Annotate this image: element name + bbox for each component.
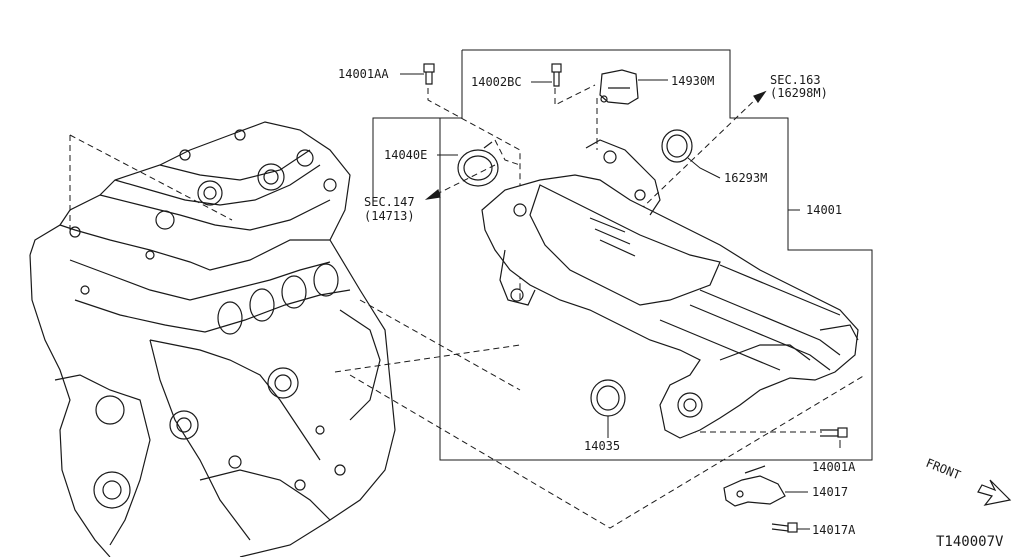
- bracket-14017: [723, 465, 786, 507]
- label-sec-163: SEC.163: [770, 73, 821, 87]
- gasket-16293M: [661, 129, 693, 163]
- label-14001A: 14001A: [812, 460, 856, 474]
- sec-163-arrow: [753, 90, 767, 104]
- engine-block-illustration: [29, 121, 396, 557]
- label-14035: 14035: [584, 439, 620, 453]
- intake-manifold: [481, 139, 859, 439]
- leader-lines: [400, 73, 841, 530]
- bolt-14002BC: [551, 63, 562, 87]
- label-sec-163-ref: (16298M): [770, 86, 828, 100]
- bolt-14001AA: [423, 63, 435, 85]
- gasket-14035: [590, 379, 626, 417]
- label-14930M: 14930M: [671, 74, 714, 88]
- label-sec-147-ref: (14713): [364, 209, 415, 223]
- sec-147-arrow: [424, 164, 496, 200]
- label-14040E: 14040E: [384, 148, 427, 162]
- label-14017: 14017: [812, 485, 848, 499]
- label-14001: 14001: [806, 203, 842, 217]
- locator-lines: [69, 84, 866, 529]
- label-14017A: 14017A: [812, 523, 856, 537]
- figure-code: T140007V: [936, 534, 1004, 550]
- bolt-14017A: [771, 522, 798, 533]
- label-sec-147: SEC.147: [364, 195, 415, 209]
- sensor-14930M: [599, 69, 639, 105]
- front-direction-arrow: [977, 479, 1012, 506]
- label-14002BC: 14002BC: [471, 75, 522, 89]
- bolt-14001A: [820, 427, 848, 438]
- label-front: FRONT: [924, 456, 963, 483]
- gasket-14040E: [457, 141, 499, 187]
- label-14001AA: 14001AA: [338, 67, 389, 81]
- label-16293M: 16293M: [724, 171, 767, 185]
